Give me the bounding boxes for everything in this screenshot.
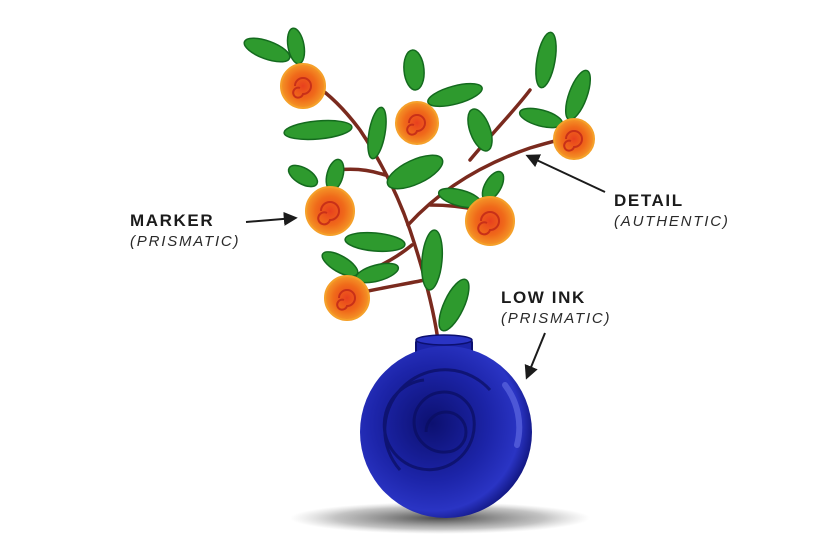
detail-annotation: DETAIL (AUTHENTIC): [614, 191, 730, 230]
oranges: [280, 63, 595, 321]
vase-shadow: [290, 502, 590, 534]
orange-top-right: [553, 118, 595, 160]
orange-middle-right: [465, 196, 515, 246]
orange-bottom-left: [324, 275, 370, 321]
marker-annotation: MARKER (PRISMATIC): [130, 211, 240, 250]
low-ink-title: LOW INK: [501, 288, 586, 307]
low-ink-subtitle: (PRISMATIC): [501, 309, 612, 327]
marker-arrow: [245, 211, 298, 226]
detail-arrow: [525, 154, 606, 193]
orange-middle-left: [305, 186, 355, 236]
low-ink-annotation: LOW INK (PRISMATIC): [501, 288, 611, 327]
low-ink-arrow: [524, 332, 546, 380]
orange-top-left: [280, 63, 326, 109]
marker-subtitle: (PRISMATIC): [130, 232, 241, 250]
blue-vase: [360, 334, 532, 518]
detail-title: DETAIL: [614, 191, 684, 210]
orange-top-center: [395, 101, 439, 145]
marker-title: MARKER: [130, 211, 215, 230]
leaves: [243, 27, 592, 332]
detail-subtitle: (AUTHENTIC): [614, 212, 730, 230]
